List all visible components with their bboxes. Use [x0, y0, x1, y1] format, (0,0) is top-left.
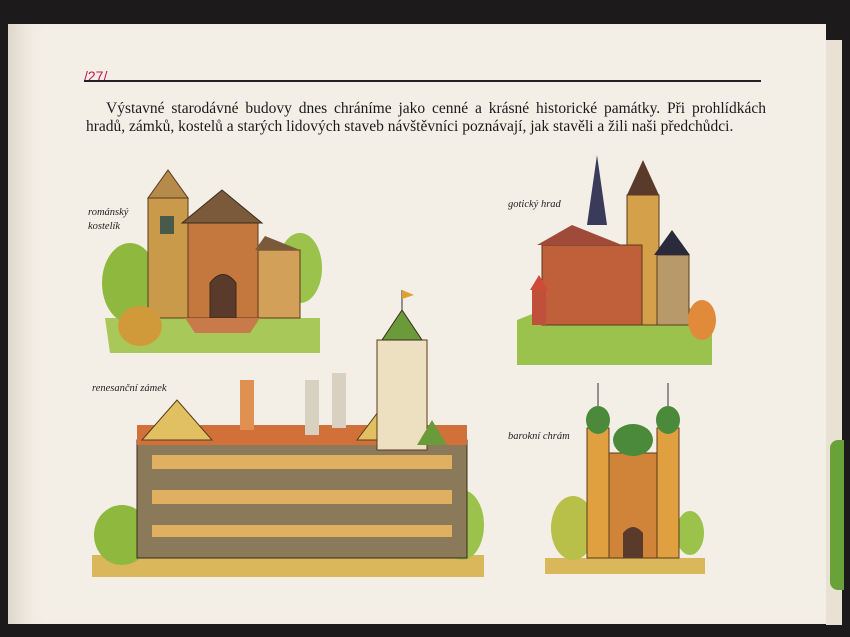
caption-romanesque: románský kostelík — [88, 206, 128, 234]
caption-gothic: gotický hrad — [508, 199, 561, 210]
renaissance-chateau-illustration — [92, 290, 484, 577]
header-rule — [84, 80, 761, 82]
baroque-church-illustration — [545, 383, 705, 574]
next-page-illustration-edge — [830, 440, 844, 590]
gothic-castle-illustration — [517, 155, 716, 365]
caption-romanesque-line1: románský — [88, 207, 129, 218]
intro-paragraph: Výstavné starodávné budovy dnes chráníme… — [86, 100, 766, 135]
caption-baroque: barokní chrám — [508, 431, 570, 442]
romanesque-church-illustration — [102, 169, 322, 353]
caption-romanesque-line2: kostelík — [88, 221, 121, 232]
caption-renaissance: renesanční zámek — [92, 383, 167, 394]
